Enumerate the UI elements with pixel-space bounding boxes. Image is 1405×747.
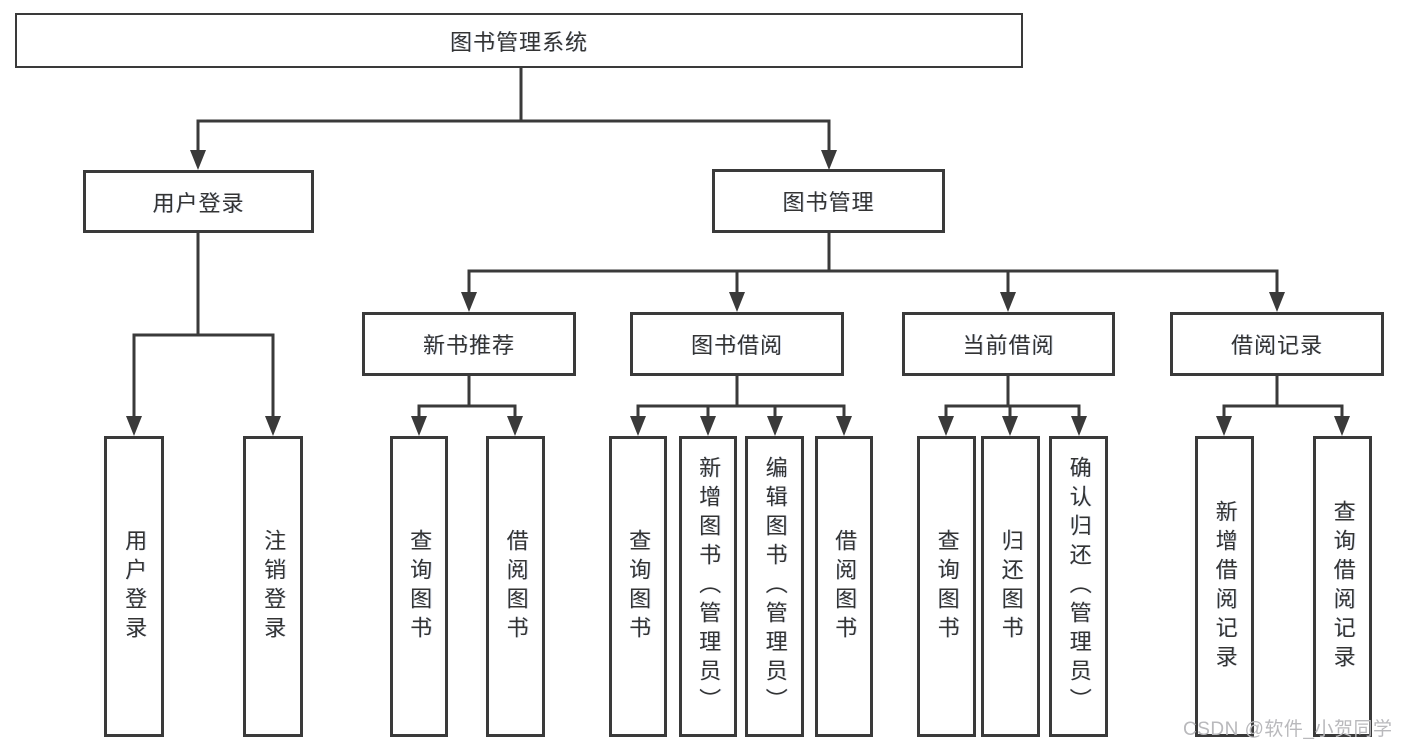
node-root-label: 图书管理系统 (449, 29, 588, 55)
leaf-confirm-return-admin-label: 确认归还（管理员） (1066, 456, 1092, 717)
node-user-login-label: 用户登录 (152, 190, 245, 216)
leaf-query-books-2: 查询图书 (609, 436, 667, 737)
leaf-return-books-label: 归还图书 (998, 528, 1024, 645)
node-new-book-recommend: 新书推荐 (362, 312, 576, 376)
leaf-edit-book-admin-label: 编辑图书（管理员） (762, 456, 788, 717)
node-book-management: 图书管理 (712, 169, 945, 233)
leaf-query-books-1-label: 查询图书 (407, 528, 433, 645)
leaf-borrow-books-2-label: 借阅图书 (832, 528, 858, 645)
leaf-query-books-2-label: 查询图书 (626, 528, 652, 645)
leaf-add-borrow-record: 新增借阅记录 (1195, 436, 1254, 737)
leaf-add-book-admin-label: 新增图书（管理员） (696, 456, 722, 717)
leaf-query-books-1: 查询图书 (390, 436, 448, 737)
leaf-query-borrow-record: 查询借阅记录 (1313, 436, 1372, 737)
leaf-add-borrow-record-label: 新增借阅记录 (1212, 499, 1238, 674)
leaf-query-books-3-label: 查询图书 (934, 528, 960, 645)
node-book-borrow: 图书借阅 (630, 312, 844, 376)
csdn-watermark: CSDN @软件_小贺同学 (1183, 719, 1393, 740)
node-book-borrow-label: 图书借阅 (690, 333, 783, 358)
node-borrow-records: 借阅记录 (1170, 312, 1384, 376)
leaf-confirm-return-admin: 确认归还（管理员） (1049, 436, 1108, 737)
node-book-management-label: 图书管理 (782, 190, 875, 215)
leaf-borrow-books-1: 借阅图书 (486, 436, 545, 737)
leaf-user-login: 用户登录 (104, 436, 164, 737)
node-user-login: 用户登录 (83, 170, 314, 233)
leaf-user-login-label: 用户登录 (122, 528, 148, 645)
leaf-return-books: 归还图书 (981, 436, 1040, 737)
leaf-borrow-books-2: 借阅图书 (815, 436, 873, 737)
leaf-edit-book-admin: 编辑图书（管理员） (745, 436, 804, 737)
node-borrow-records-label: 借阅记录 (1230, 333, 1323, 358)
leaf-query-books-3: 查询图书 (917, 436, 976, 737)
leaf-borrow-books-1-label: 借阅图书 (503, 528, 529, 645)
node-new-book-recommend-label: 新书推荐 (422, 333, 515, 358)
node-current-borrow: 当前借阅 (902, 312, 1115, 376)
leaf-logout-label: 注销登录 (261, 528, 287, 645)
node-current-borrow-label: 当前借阅 (962, 333, 1055, 358)
node-root: 图书管理系统 (15, 13, 1023, 68)
leaf-logout: 注销登录 (243, 436, 303, 737)
leaf-add-book-admin: 新增图书（管理员） (679, 436, 737, 737)
leaf-query-borrow-record-label: 查询借阅记录 (1330, 499, 1356, 674)
